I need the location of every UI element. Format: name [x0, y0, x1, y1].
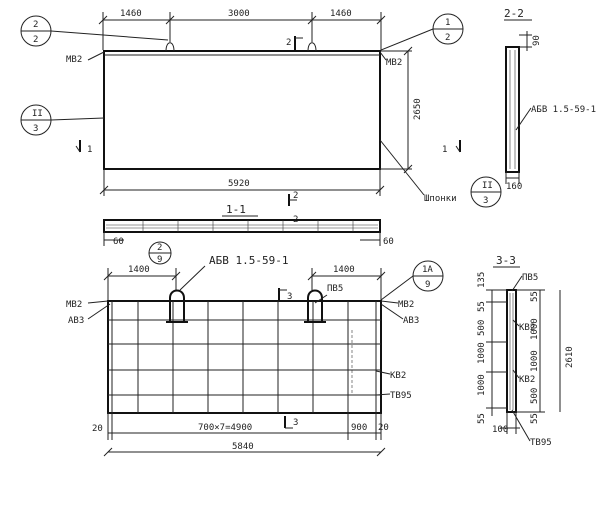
dim-100: 100 [492, 425, 508, 435]
mark-pv5: ПВ5 [327, 284, 343, 294]
lifting-loop [166, 289, 188, 323]
mark-kv2-a: КВ2 [519, 323, 535, 333]
dim-1460-left: 1460 [120, 9, 142, 19]
section-3-3: 3-3 135 55 500 1000 1000 55 55 1000 1000… [477, 254, 575, 448]
section-mark-3-top: 3 [287, 292, 292, 302]
section-3-3-outline [506, 289, 517, 413]
callout-top: 1А [422, 265, 433, 275]
dim-135: 135 [477, 272, 487, 288]
mark-kv2: КВ2 [390, 371, 406, 381]
section-title-1-1: 1-1 [226, 203, 246, 216]
mesh-vertical-bars [111, 301, 377, 413]
dim-700x7: 700×7=4900 [198, 423, 252, 433]
dim-20-right: 20 [378, 423, 389, 433]
callout-bottom: 3 [33, 124, 38, 134]
mark-av3-left: АВ3 [68, 316, 84, 326]
callout-top: 2 [157, 243, 162, 253]
dim-1460-right: 1460 [330, 9, 352, 19]
section-1-1: 1-1 60 60 2 [103, 203, 394, 247]
dim-500-b: 500 [530, 388, 540, 404]
section-mark-3-bottom: 3 [293, 418, 298, 428]
mark-mv2-right: МВ2 [398, 300, 414, 310]
section-mark-1-left: 1 [87, 145, 92, 155]
bottom-view: 2 9 АБВ 1.5-59-1 1А 9 1400 1400 [66, 241, 444, 457]
section-mark-2: 2 [293, 215, 298, 225]
dim-60-left: 60 [113, 237, 124, 247]
mesh-horizontal-bars [108, 319, 381, 396]
dim-3000: 3000 [228, 9, 250, 19]
section-title-3-3: 3-3 [496, 254, 516, 267]
dim-55-c: 55 [530, 291, 540, 302]
mark-pv5-section: ПВ5 [522, 273, 538, 283]
callout-top: II [482, 181, 493, 191]
callout-bottom: 3 [483, 196, 488, 206]
mark-mv2-left: МВ2 [66, 55, 82, 65]
mark-tv95-section: ТВ95 [530, 438, 552, 448]
label-abv-bottom: АБВ 1.5-59-1 [209, 254, 288, 267]
dim-900: 900 [351, 423, 367, 433]
callout-bottom: 2 [445, 33, 450, 43]
top-view: 1460 3000 1460 2 2650 5920 2 1 [20, 9, 502, 208]
dim-20-left: 20 [92, 424, 103, 434]
section-mark-1-right: 1 [442, 145, 447, 155]
label-abv: АБВ 1.5-59-1 [531, 105, 596, 115]
mark-kv2-b: КВ2 [519, 375, 535, 385]
section-2-2-outline [505, 46, 520, 173]
callout-top: 1 [445, 18, 450, 28]
section-mark-2-bottom: 2 [293, 191, 298, 201]
mark-av3-right: АВ3 [403, 316, 419, 326]
dim-1000-b: 1000 [477, 374, 487, 396]
lifting-loop [307, 42, 317, 52]
callout-bottom: 9 [157, 255, 162, 265]
dim-2610: 2610 [565, 346, 575, 368]
dim-60-right: 60 [383, 237, 394, 247]
mark-mv2-left: МВ2 [66, 300, 82, 310]
label-shponki: Шпонки [424, 194, 457, 204]
mesh-outline [107, 300, 382, 414]
dim-5840: 5840 [232, 442, 254, 452]
section-title-2-2: 2-2 [504, 7, 524, 20]
dim-55-a: 55 [477, 301, 487, 312]
dim-2650: 2650 [413, 98, 423, 120]
lifting-loop [304, 289, 326, 323]
mark-mv2-right: МВ2 [386, 58, 402, 68]
panel-outline-top [103, 50, 381, 170]
dim-1400-right: 1400 [333, 265, 355, 275]
callout-top: 2 [33, 20, 38, 30]
dim-55-b: 55 [477, 413, 487, 424]
dim-90: 90 [532, 35, 542, 46]
section-mark-2-top: 2 [286, 38, 291, 48]
section-2-2: 2-2 90 АБВ 1.5-59-1 160 [504, 7, 596, 192]
callout-bottom: 2 [33, 35, 38, 45]
section-1-1-outline [103, 219, 381, 233]
dim-55-d: 55 [530, 413, 540, 424]
dim-5920: 5920 [228, 179, 250, 189]
dim-1000-d: 1000 [530, 350, 540, 372]
callout-top: II [32, 109, 43, 119]
dim-1000-a: 1000 [477, 342, 487, 364]
mark-tv95: ТВ95 [390, 391, 412, 401]
dim-500: 500 [477, 320, 487, 336]
callout-bottom: 9 [425, 280, 430, 290]
dim-160: 160 [506, 182, 522, 192]
dim-1400-left: 1400 [128, 265, 150, 275]
dim-1000-c: 1000 [530, 318, 540, 340]
lifting-loop [165, 42, 175, 52]
